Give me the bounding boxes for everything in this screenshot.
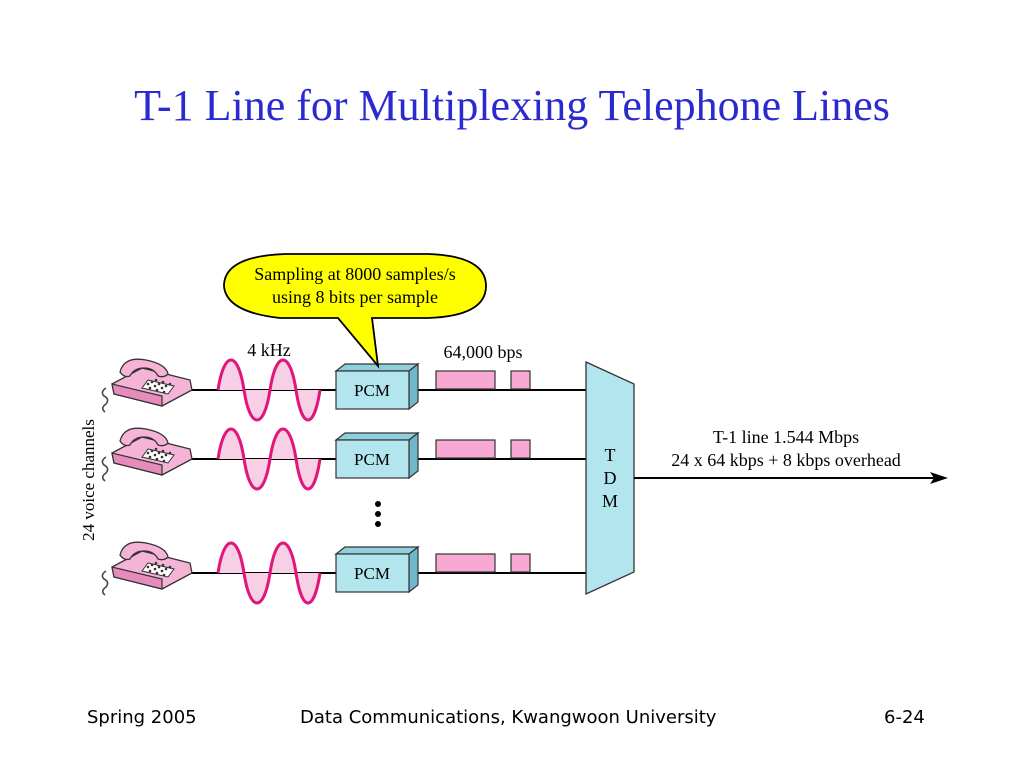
analog-wave [216, 427, 322, 491]
frequency-label: 4 kHz [247, 340, 291, 360]
channel-2: PCM [101, 427, 588, 491]
pcm-box: PCM [335, 363, 419, 410]
analog-wave [216, 541, 322, 605]
analog-wave [216, 358, 322, 422]
voice-channels-label: 24 voice channels [79, 419, 98, 541]
tdm-multiplexer: T D M [585, 360, 635, 596]
telephone-icon [101, 541, 193, 596]
t1-rate-label: T-1 line 1.544 Mbps [713, 427, 859, 447]
pcm-box: PCM [335, 432, 419, 479]
footer-center: Data Communications, Kwangwoon Universit… [300, 707, 717, 728]
tdm-letter-d: D [604, 468, 617, 488]
pcm-label: PCM [354, 450, 390, 469]
digital-pulse [435, 370, 496, 390]
tdm-letter-t: T [605, 445, 616, 465]
callout-line-1: Sampling at 8000 samples/s [254, 264, 456, 284]
overhead-label: 24 x 64 kbps + 8 kbps overhead [671, 450, 901, 470]
footer-page-number: 6-24 [884, 707, 925, 728]
arrow-icon [930, 472, 948, 484]
tdm-letter-m: M [602, 491, 618, 511]
sampling-callout: Sampling at 8000 samples/s using 8 bits … [223, 253, 487, 369]
pcm-box: PCM [335, 546, 419, 593]
ellipsis-icon [375, 501, 381, 527]
slide-title: T-1 Line for Multiplexing Telephone Line… [134, 81, 890, 130]
channel-24: PCM [101, 541, 588, 605]
digital-pulse [435, 439, 496, 459]
digital-pulse [510, 439, 531, 459]
telephone-icon [101, 358, 193, 413]
bitrate-label: 64,000 bps [443, 342, 522, 362]
digital-pulse [510, 370, 531, 390]
pcm-label: PCM [354, 564, 390, 583]
callout-line-2: using 8 bits per sample [272, 287, 438, 307]
pcm-label: PCM [354, 381, 390, 400]
channel-1: PCM [101, 358, 588, 422]
digital-pulse [510, 553, 531, 573]
digital-pulse [435, 553, 496, 573]
t1-output-line: T-1 line 1.544 Mbps 24 x 64 kbps + 8 kbp… [634, 427, 948, 484]
footer-left: Spring 2005 [87, 707, 197, 728]
telephone-icon [101, 427, 193, 482]
